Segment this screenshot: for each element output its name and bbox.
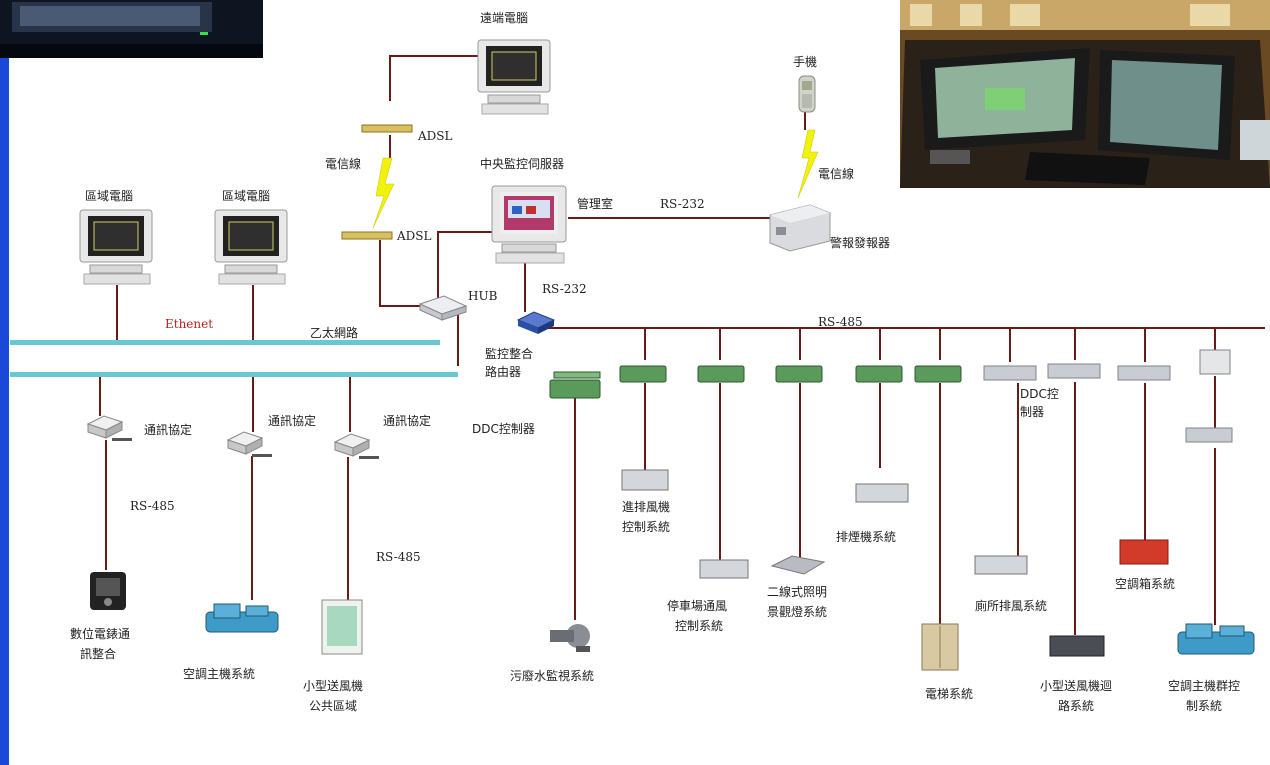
lighting-label-line2: 景觀燈系統 (767, 604, 827, 619)
alarm-dialer-icon (769, 204, 831, 252)
lighting-label-line1: 二線式照明 (767, 584, 827, 599)
chiller-icon (205, 603, 279, 633)
wires (99, 55, 1265, 635)
remote-pc-label: 遠端電腦 (480, 10, 528, 25)
ddc-controller-label: DDC控制器 (472, 422, 535, 436)
parking-vent-unit-icon (699, 559, 749, 579)
alarm-dialer-label: 警報發報器 (830, 235, 890, 250)
smoke-exhaust-label: 排煙機系統 (836, 529, 896, 544)
local-pc-1-icon (79, 209, 153, 285)
hub-icon (418, 295, 468, 321)
ddc-right-label-line1: DDC控 (1020, 387, 1059, 401)
exhaust-fan-label-line1: 進排風機 (622, 499, 670, 514)
sewage-label: 污廢水監視系統 (510, 668, 594, 683)
slide-side-bar (0, 0, 9, 765)
ddc-right-label-line2: 制器 (1020, 405, 1044, 419)
gateway-1-icon (86, 415, 132, 441)
gateway-3-icon (333, 433, 379, 459)
ahu-system-label: 空調箱系統 (1115, 576, 1175, 591)
router-label-line1: 監控整合 (485, 346, 533, 361)
small-fan-public-label-line1: 小型送風機 (303, 678, 363, 693)
router-label-line2: 路由器 (485, 364, 521, 379)
restroom-exhaust-label: 廁所排風系統 (975, 598, 1047, 613)
chiller-group-label-line2: 制系統 (1186, 699, 1222, 713)
ethernet-bus (10, 340, 458, 377)
rs485-top-label: RS-485 (818, 315, 863, 329)
exhaust-fan-label-line2: 控制系統 (622, 520, 670, 534)
central-server-icon (491, 185, 567, 264)
meter-label-line2: 訊整合 (80, 646, 116, 661)
chiller-group-icon (1177, 623, 1255, 655)
rs485-left-label: RS-485 (130, 499, 175, 513)
meter-label-line1: 數位電錶通 (70, 626, 130, 641)
ethernet-en-label: Ethenet (165, 317, 213, 331)
top-left-photo (0, 0, 263, 58)
control-room-photo (900, 0, 1270, 188)
management-room-label: 管理室 (577, 196, 613, 211)
adsl-mid-label: ADSL (396, 229, 432, 243)
lighting-unit-icon (770, 555, 826, 575)
restroom-exhaust-unit-icon (974, 555, 1028, 575)
local-pc-2-icon (214, 209, 288, 285)
ddc-panel-icon (1199, 349, 1231, 375)
labels: 遠端電腦 手機 ADSL 電信線 電信線 中央監控伺服器 管理室 RS-232 … (70, 10, 1240, 713)
chiller-group-label-line1: 空調主機群控 (1168, 678, 1240, 693)
rs232-down-label: RS-232 (542, 282, 587, 296)
ethernet-zh-label: 乙太網路 (310, 325, 358, 340)
ddc-green-controllers (549, 365, 962, 399)
local-pc-2-label: 區域電腦 (222, 188, 270, 203)
mobile-phone-label: 手機 (793, 54, 817, 69)
remote-pc-icon (477, 39, 551, 115)
small-fan-public-label-line2: 公共區域 (309, 699, 357, 713)
central-server-label: 中央監控伺服器 (480, 156, 564, 171)
telecom-lightning-left (372, 157, 395, 229)
hub-label: HUB (468, 289, 498, 303)
small-fan-loop-icon (1049, 635, 1105, 657)
router-icon (516, 311, 556, 334)
rs485-mid-label: RS-485 (376, 550, 421, 564)
ddc-gray-controllers (983, 363, 1233, 443)
local-pc-1-label: 區域電腦 (85, 188, 133, 203)
gateway-1-label: 通訊協定 (144, 422, 192, 437)
exhaust-fan-unit-icon (621, 469, 669, 491)
small-fan-loop-label-line2: 路系統 (1058, 698, 1094, 713)
gateway-2-label: 通訊協定 (268, 413, 316, 428)
gateway-3-label: 通訊協定 (383, 413, 431, 428)
rs232-right-label: RS-232 (660, 197, 705, 211)
adsl-top-label: ADSL (417, 129, 453, 143)
digital-meter-icon (90, 572, 126, 610)
adsl-modem-mid-icon (341, 231, 393, 240)
elevator-label: 電梯系統 (925, 687, 973, 701)
smoke-exhaust-unit-icon (855, 483, 909, 503)
parking-vent-label-line2: 控制系統 (675, 619, 723, 633)
parking-vent-label-line1: 停車場通風 (667, 598, 727, 613)
telecom-line-right-label: 電信線 (818, 166, 854, 181)
telecom-line-left-label: 電信線 (325, 156, 361, 171)
elevator-icon (921, 623, 959, 671)
telecom-lightning-right (797, 129, 819, 199)
gateway-2-icon (226, 431, 272, 457)
small-fan-public-icon (321, 599, 363, 655)
ahu-unit-icon (1119, 539, 1169, 565)
small-fan-loop-label-line1: 小型送風機迴 (1040, 678, 1112, 693)
mobile-phone-icon (798, 75, 816, 113)
adsl-modem-top-icon (361, 124, 413, 133)
chiller-label: 空調主機系統 (183, 666, 255, 681)
sewage-pump-icon (550, 624, 590, 652)
